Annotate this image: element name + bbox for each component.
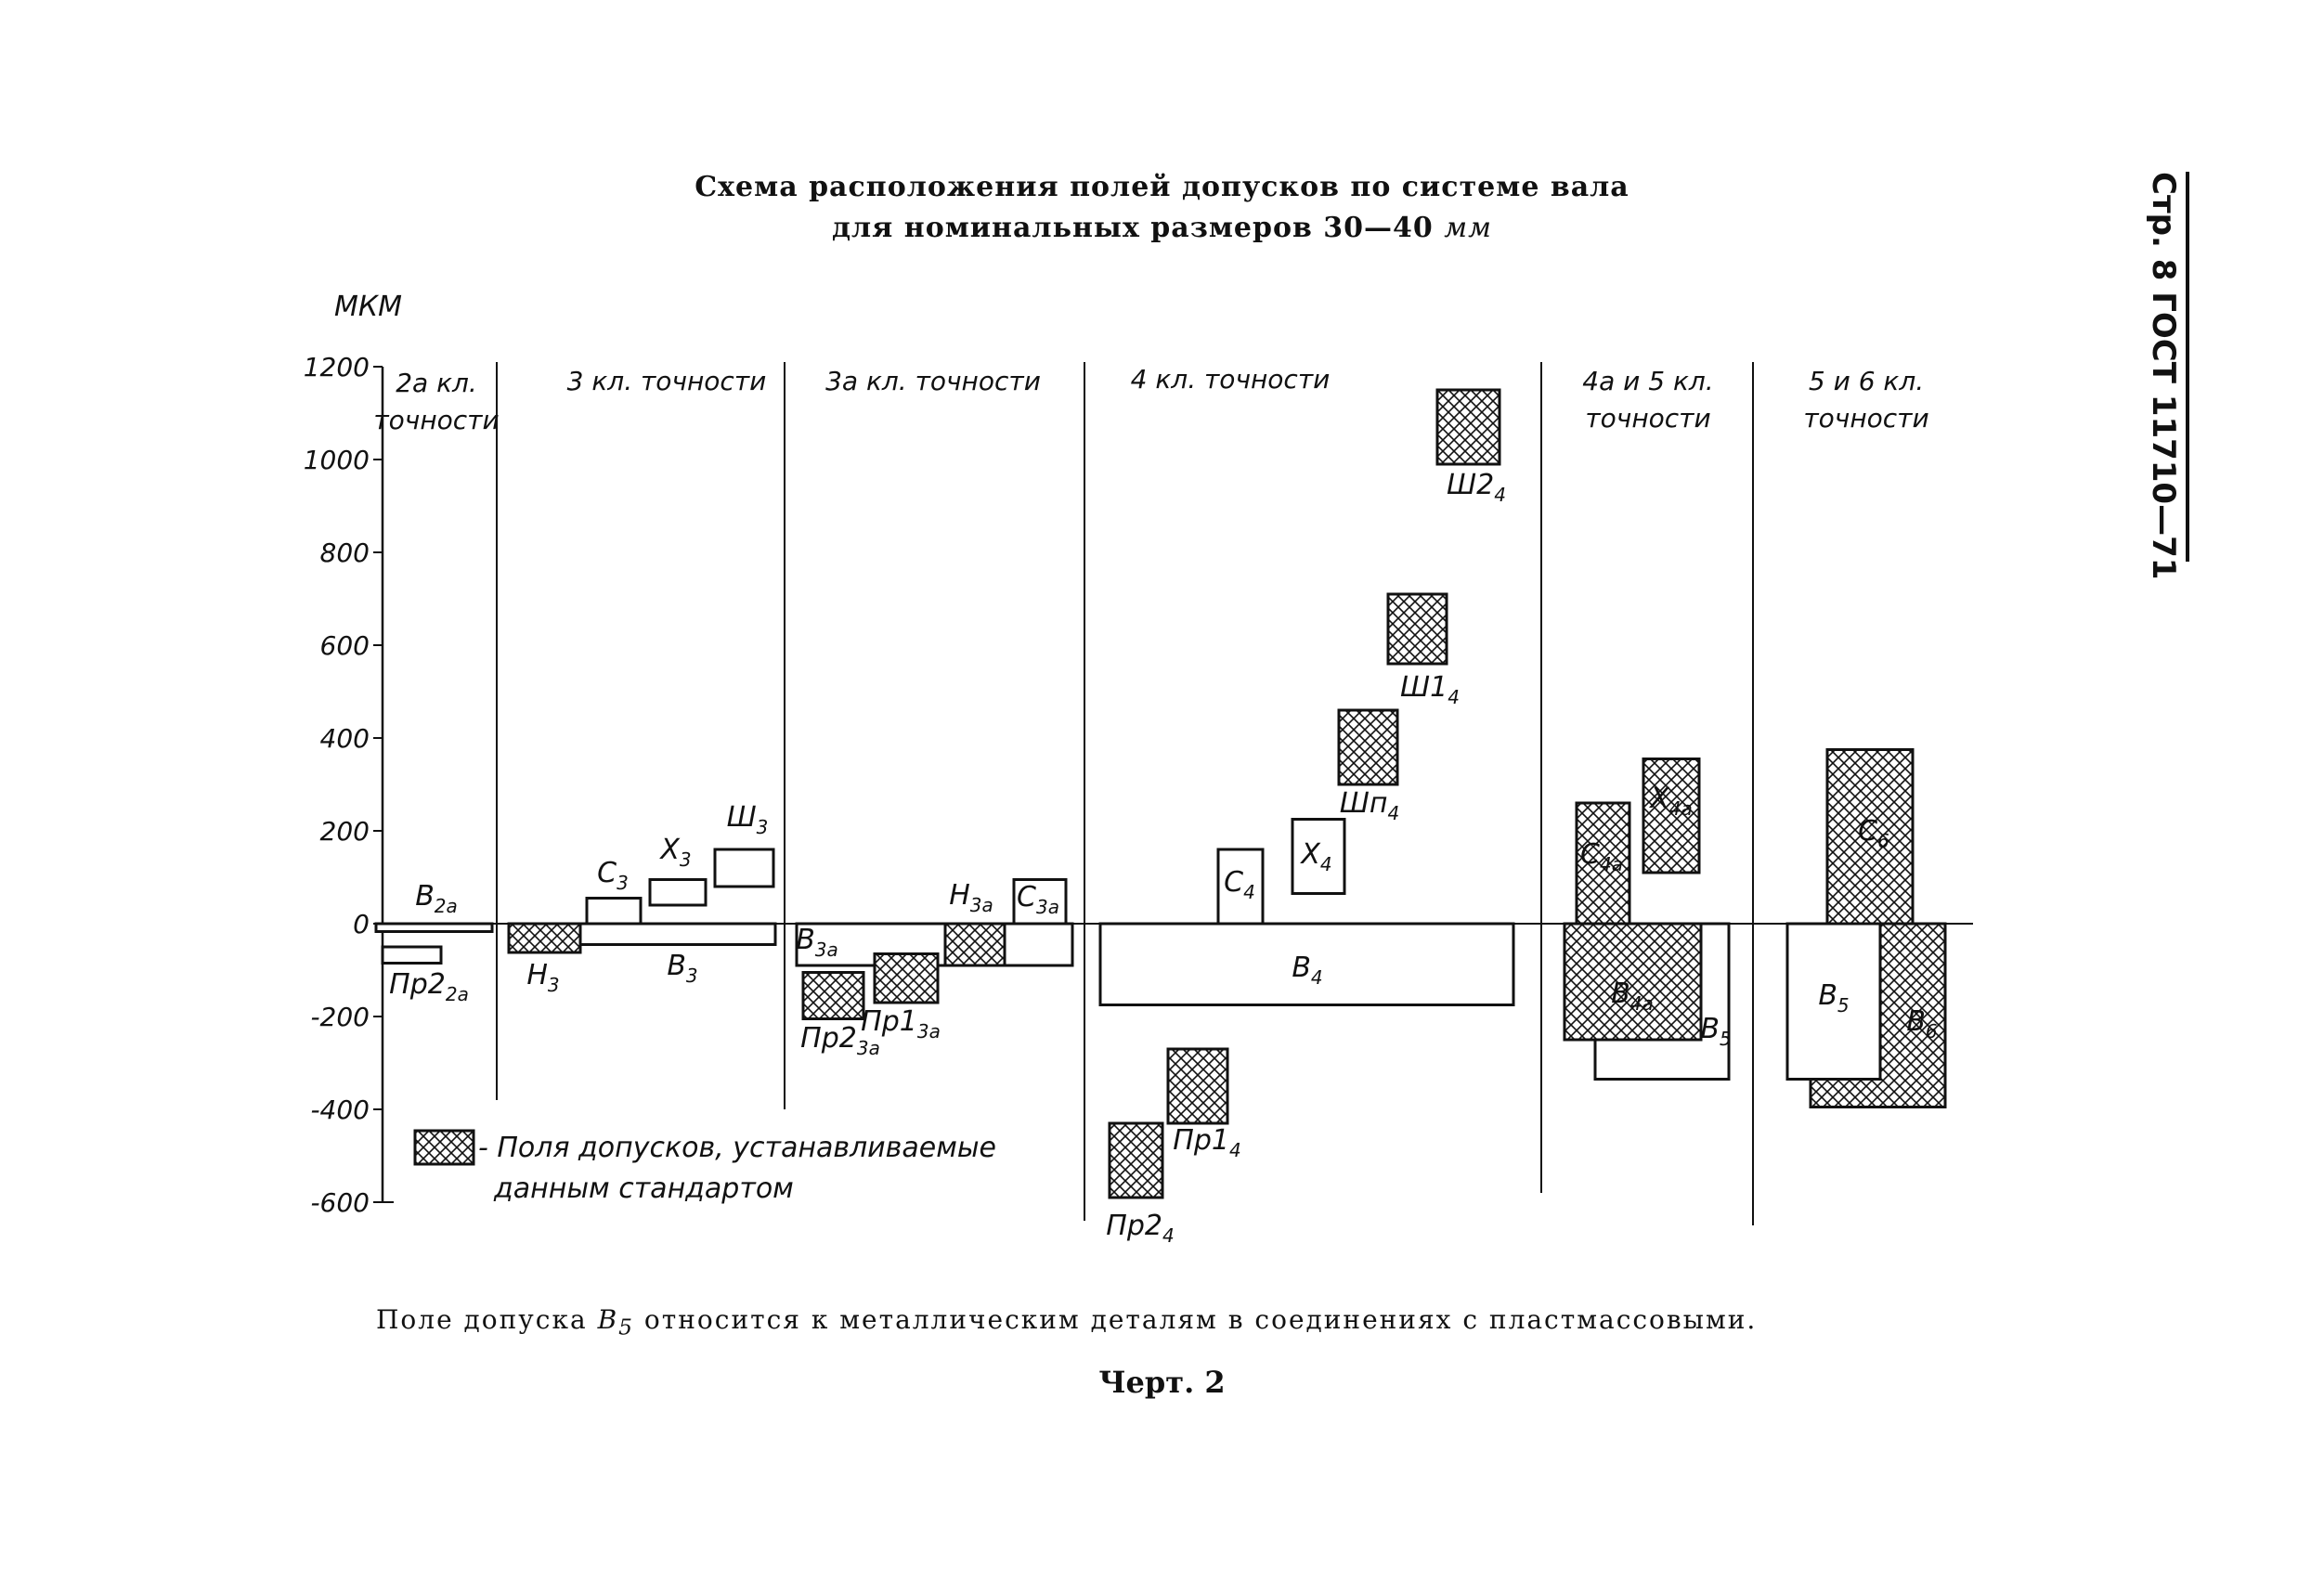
- y-tick-label: 200: [320, 816, 370, 847]
- section-label-line2: точности: [1803, 403, 1928, 434]
- field-label-21: С4а: [1580, 838, 1623, 875]
- caption-part-2: относится к металлическим деталям в соед…: [643, 1304, 1758, 1335]
- y-tick-label: 600: [320, 630, 370, 661]
- field-label-5: С3: [597, 857, 629, 894]
- section-label: 2а кл.: [396, 368, 477, 398]
- section-label: 5 и 6 кл.: [1809, 366, 1924, 396]
- field-label-7: Ш3: [727, 801, 769, 838]
- y-tick-label: 0: [353, 909, 370, 939]
- field-label-26: В5: [1818, 979, 1849, 1017]
- title-unit: мм: [1444, 212, 1492, 244]
- field-label-8: В3а: [796, 924, 838, 961]
- tolerance-field-22: [1642, 758, 1701, 874]
- section-label-line2: точности: [373, 405, 499, 435]
- tolerance-field-18: [1435, 388, 1501, 466]
- title-line-1: Схема расположения полей допусков по сис…: [695, 171, 1629, 203]
- tolerance-field-20: [1108, 1121, 1164, 1199]
- tolerance-field-2: [381, 945, 443, 965]
- legend-text-line2: данным стандартом: [493, 1172, 794, 1205]
- side-header: Стр. 8 ГОСТ 11710—71: [2145, 172, 2189, 579]
- y-tick-label: 1200: [304, 352, 370, 382]
- y-tick-label: -600: [310, 1187, 370, 1218]
- field-label-16: Шп4: [1340, 787, 1399, 824]
- field-label-19: Пр14: [1173, 1124, 1240, 1161]
- field-label-3: Н3: [526, 959, 559, 996]
- tolerance-field-7: [713, 848, 775, 888]
- field-label-25: С6: [1858, 815, 1889, 852]
- y-axis-unit: МКМ: [334, 291, 402, 323]
- field-label-18: Ш24: [1447, 469, 1506, 506]
- tolerance-field-12: [1012, 878, 1068, 926]
- tolerance-field-5: [585, 897, 643, 926]
- field-label-27: В6: [1906, 1005, 1937, 1043]
- caption: Поле допуска B5 относится к металлически…: [376, 1304, 1757, 1340]
- section-label: 3 кл. точности: [567, 366, 767, 396]
- y-tick-label: 800: [320, 537, 370, 568]
- title-line-2-text: для номинальных размеров 30—40: [832, 212, 1434, 244]
- tolerance-field-26: [1785, 922, 1882, 1081]
- field-label-15: Х4: [1299, 838, 1331, 875]
- tolerance-field-13: [1098, 922, 1515, 1006]
- field-label-9: Пр23а: [800, 1022, 880, 1059]
- side-header-rule: [2186, 172, 2189, 562]
- field-label-11: Н3а: [949, 879, 993, 916]
- field-label-10: Пр13а: [861, 1005, 941, 1043]
- y-tick-label: 400: [320, 723, 370, 754]
- tolerance-field-1: [374, 922, 494, 933]
- field-label-20: Пр24: [1106, 1210, 1174, 1247]
- section-label: 4 кл. точности: [1131, 364, 1331, 395]
- tolerance-field-17: [1386, 592, 1448, 666]
- legend-swatch: [413, 1129, 475, 1166]
- field-label-1: В2а: [415, 880, 458, 917]
- tolerance-fields: [374, 388, 1947, 1199]
- caption-symbol: B5: [597, 1304, 634, 1340]
- section-label: 4а и 5 кл.: [1582, 366, 1713, 396]
- figure-label: Черт. 2: [1098, 1365, 1226, 1400]
- tolerance-field-15: [1291, 818, 1346, 895]
- legend-text-line1: - Поля допусков, устанавливаемые: [478, 1132, 996, 1164]
- tolerance-field-19: [1166, 1047, 1229, 1125]
- caption-part-1: Поле допуска: [376, 1304, 588, 1335]
- tolerance-field-10: [873, 952, 940, 1004]
- tolerance-field-6: [648, 878, 708, 907]
- tolerance-field-14: [1216, 848, 1265, 926]
- section-dividers: 2а кл. точности 3 кл. точности 3а кл. точно…: [373, 362, 1929, 1225]
- field-label-14: С4: [1224, 866, 1255, 903]
- tolerance-field-9: [801, 971, 865, 1020]
- tolerance-field-23: [1563, 922, 1703, 1042]
- field-label-4: В3: [667, 950, 697, 987]
- tolerance-field-25: [1825, 748, 1915, 926]
- field-label-23: В4а: [1611, 978, 1654, 1015]
- field-label-24: В5: [1700, 1013, 1731, 1050]
- legend: - Поля допусков, устанавливаемые данным с…: [413, 1129, 996, 1205]
- section-label-line2: точности: [1585, 403, 1710, 434]
- document-title: Схема расположения полей допусков по сис…: [0, 167, 2324, 249]
- field-label-6: Х3: [658, 834, 691, 871]
- caption-symbol-sub: 5: [618, 1314, 634, 1340]
- y-tick-label: -400: [310, 1094, 370, 1125]
- field-label-2: Пр22а: [389, 968, 469, 1005]
- tolerance-field-3: [507, 922, 582, 954]
- y-tick-label: 1000: [304, 445, 370, 475]
- y-axis: МКМ 1200 1000 800 600 400 200 0 -200 -400 -600: [304, 291, 1973, 1218]
- title-line-2: для номинальных размеров 30—40 мм: [0, 208, 2324, 249]
- caption-symbol-main: B: [597, 1304, 619, 1335]
- field-label-17: Ш14: [1400, 671, 1460, 708]
- field-label-13: В4: [1292, 952, 1322, 989]
- field-label-22: Х4а: [1648, 783, 1693, 820]
- field-label-12: С3а: [1017, 881, 1059, 918]
- tolerance-field-16: [1337, 708, 1399, 786]
- tolerance-field-11: [943, 922, 1006, 967]
- y-tick-label: -200: [310, 1002, 370, 1032]
- section-label: 3а кл. точности: [825, 366, 1041, 396]
